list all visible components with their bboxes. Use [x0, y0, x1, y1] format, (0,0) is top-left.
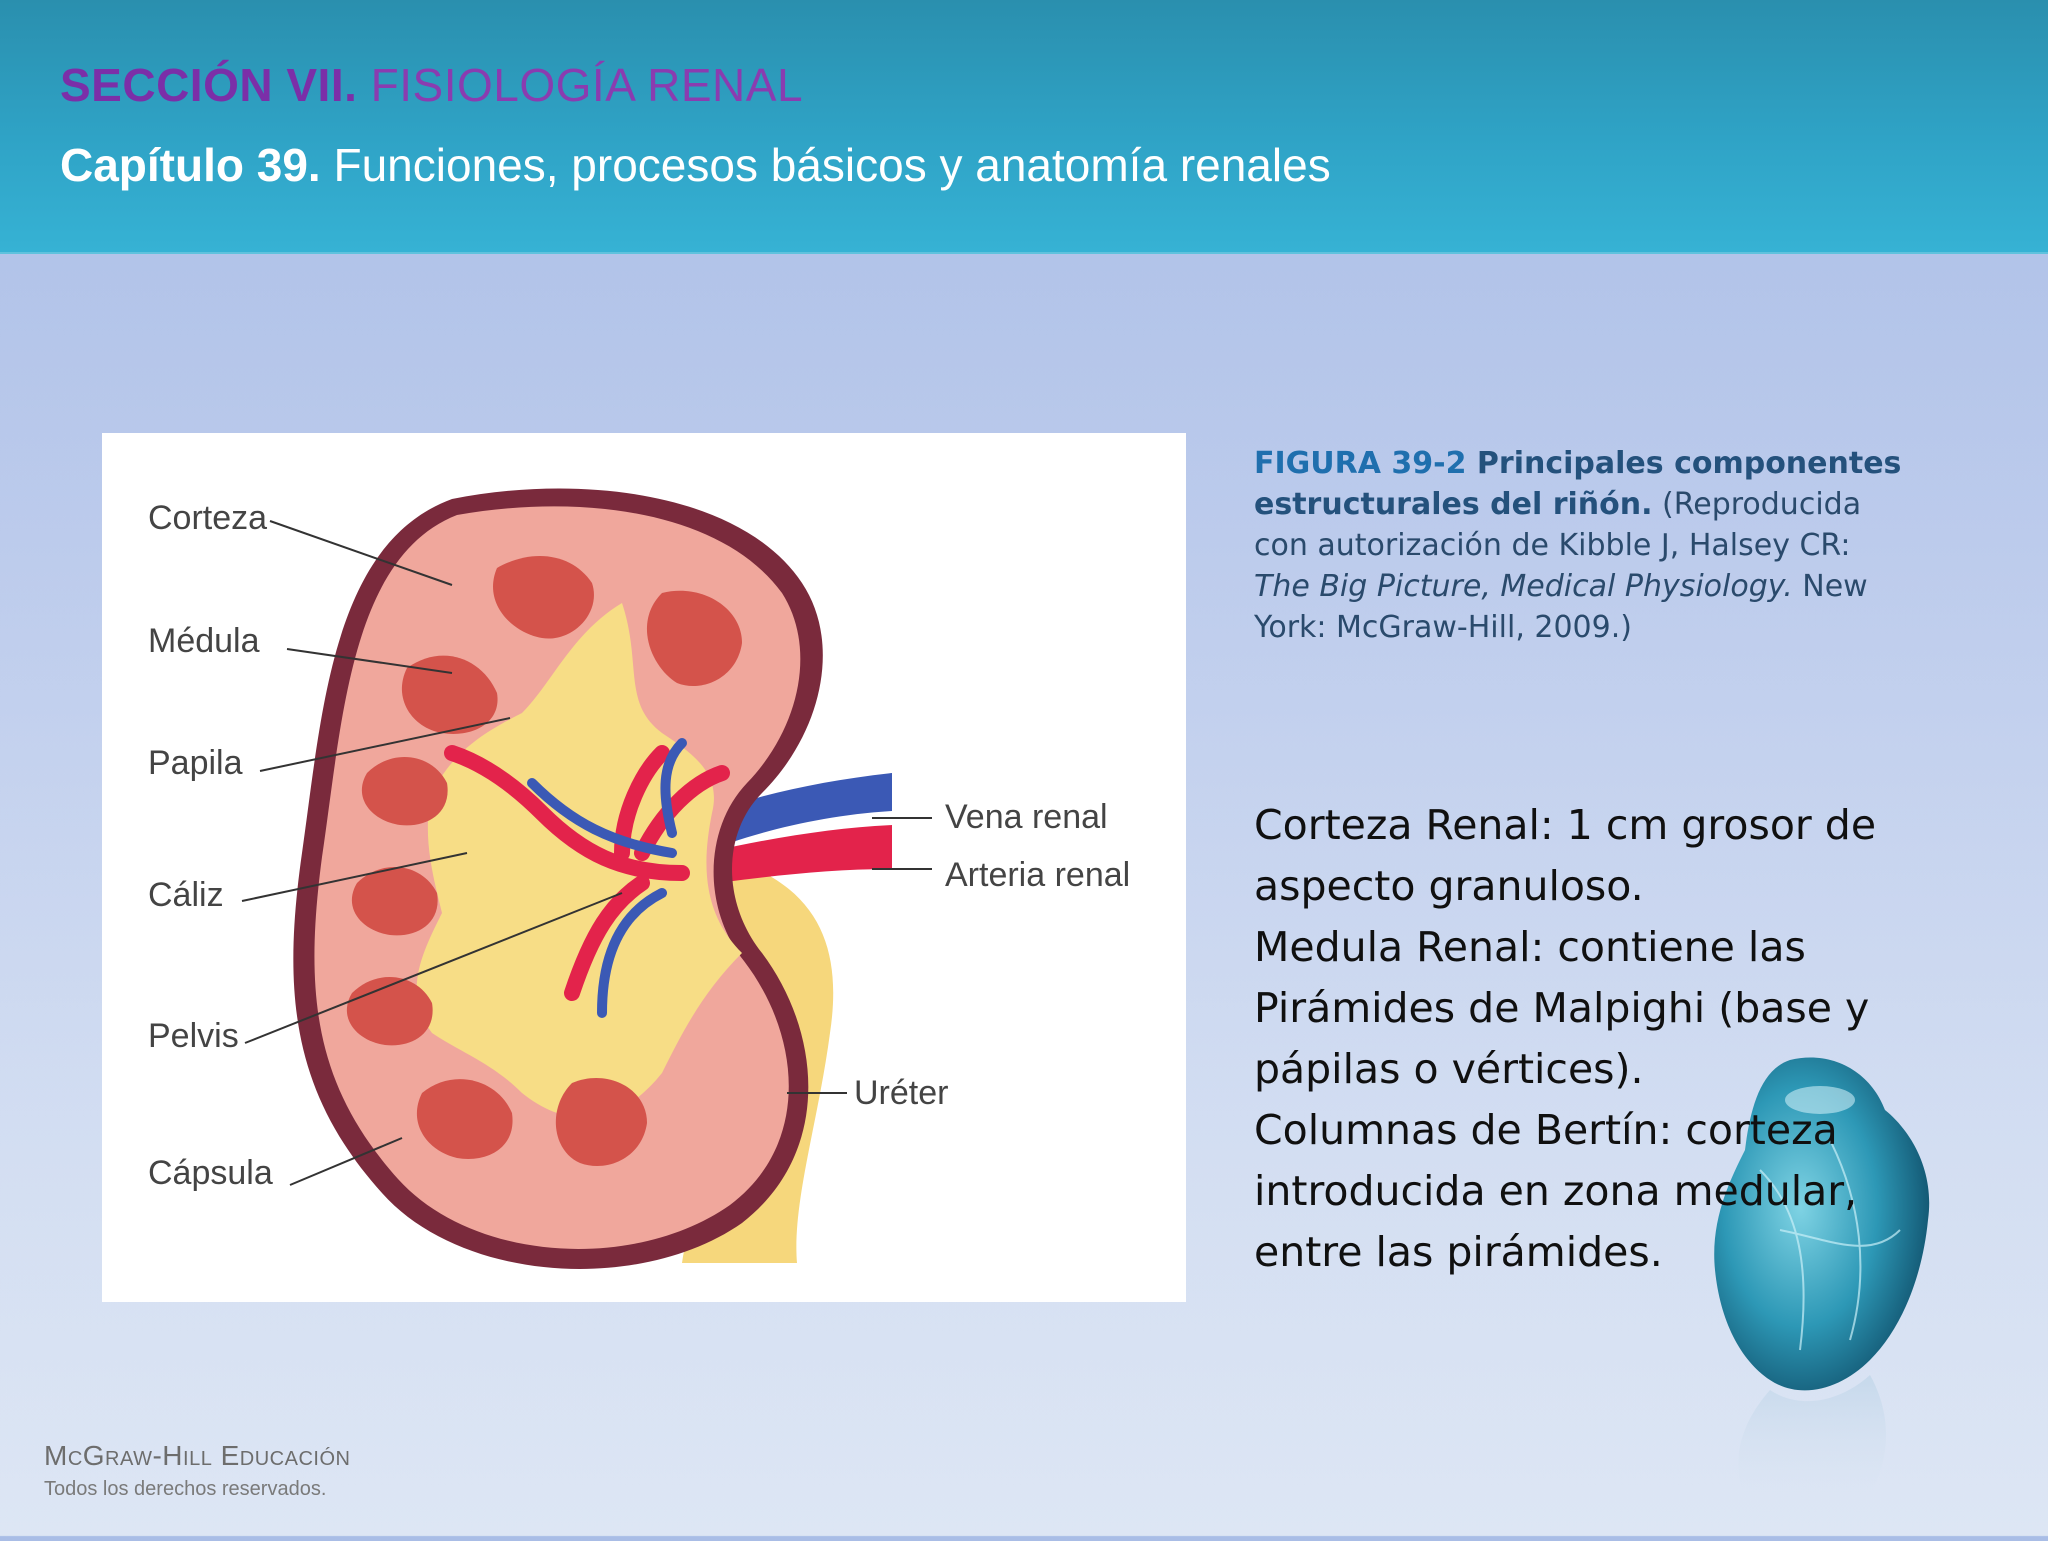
renal-pelvis [416, 603, 742, 1118]
body-line: Corteza Renal: 1 cm grosor de [1254, 801, 1877, 849]
label-caliz: Cáliz [148, 876, 224, 914]
pyramid-4 [361, 756, 448, 826]
figure-number: FIGURA 39-2 [1254, 446, 1467, 481]
pyramid-2 [646, 590, 742, 687]
caption-text-1: (Reproducida con autorización de Kibble … [1254, 487, 1862, 563]
pyramid-7 [416, 1079, 513, 1159]
section-title-bold: SECCIÓN VII. [60, 59, 358, 111]
chapter-title-bold: Capítulo 39. [60, 139, 321, 191]
artery-branches [444, 745, 730, 1001]
label-pelvis: Pelvis [148, 1017, 239, 1055]
heart-body [1714, 1057, 1930, 1391]
figure-title: Principales componentes estructurales de… [1254, 446, 1902, 522]
label-arteria-renal: Arteria renal [945, 856, 1130, 894]
heart-vessels [1759, 1139, 1901, 1351]
heart-highlight [1785, 1086, 1855, 1114]
heart-icon [1660, 1030, 1960, 1536]
kidney-diagram: Corteza Médula Papila Cáliz Pelvis Cápsu… [148, 488, 1130, 1269]
label-papila: Papila [148, 744, 243, 782]
body-line: introducida en zona medular, [1254, 1167, 1858, 1215]
label-vena-renal: Vena renal [945, 798, 1108, 836]
section-title: SECCIÓN VII. FISIOLOGÍA RENAL [60, 58, 803, 112]
section-title-rest: FISIOLOGÍA RENAL [357, 59, 804, 111]
body-text: Corteza Renal: 1 cm grosor de aspecto gr… [1254, 795, 1954, 1283]
body-line: pápilas o vértices). [1254, 1045, 1644, 1093]
vein-branches [527, 738, 687, 1018]
heart-reflection [1738, 1375, 1887, 1510]
slide-header: SECCIÓN VII. FISIOLOGÍA RENAL Capítulo 3… [0, 0, 2048, 254]
figure-caption: FIGURA 39-2 Principales componentes estr… [1254, 443, 1914, 648]
kidney-figure: Corteza Médula Papila Cáliz Pelvis Cápsu… [102, 433, 1186, 1302]
body-line: entre las pirámides. [1254, 1228, 1663, 1276]
body-line: Pirámides de Malpighi (base y [1254, 984, 1870, 1032]
body-line: Columnas de Bertín: corteza [1254, 1106, 1838, 1154]
label-corteza: Corteza [148, 499, 267, 537]
caption-text-italic: The Big Picture, Medical Physiology. [1254, 569, 1793, 604]
label-ureter: Uréter [854, 1074, 948, 1112]
pyramid-8 [555, 1077, 647, 1167]
chapter-title: Capítulo 39. Funciones, procesos básicos… [60, 138, 1331, 192]
heart-illustration [1714, 1057, 1930, 1510]
leader-capsula [289, 1137, 403, 1186]
leader-caliz [241, 852, 468, 902]
body-line: Medula Renal: contiene las [1254, 923, 1806, 971]
body-line: aspecto granuloso. [1254, 862, 1644, 910]
label-medula: Médula [148, 622, 260, 660]
pyramid-3 [401, 655, 498, 734]
caption-text-2: New York: McGraw-Hill, 2009.) [1254, 569, 1868, 645]
pyramids [346, 556, 742, 1167]
chapter-title-rest: Funciones, procesos básicos y anatomía r… [320, 139, 1331, 191]
footer-rights: Todos los derechos reservados. [44, 1478, 327, 1500]
pyramid-5 [351, 866, 438, 936]
footer-brand: McGraw-Hill Educación [44, 1440, 351, 1471]
leader-corteza [269, 520, 453, 586]
label-capsula: Cápsula [148, 1154, 273, 1192]
leader-papila [259, 717, 511, 772]
leader-pelvis [244, 892, 623, 1044]
leader-lines [241, 520, 932, 1186]
leader-medula [286, 648, 453, 674]
pyramid-1 [493, 556, 594, 639]
